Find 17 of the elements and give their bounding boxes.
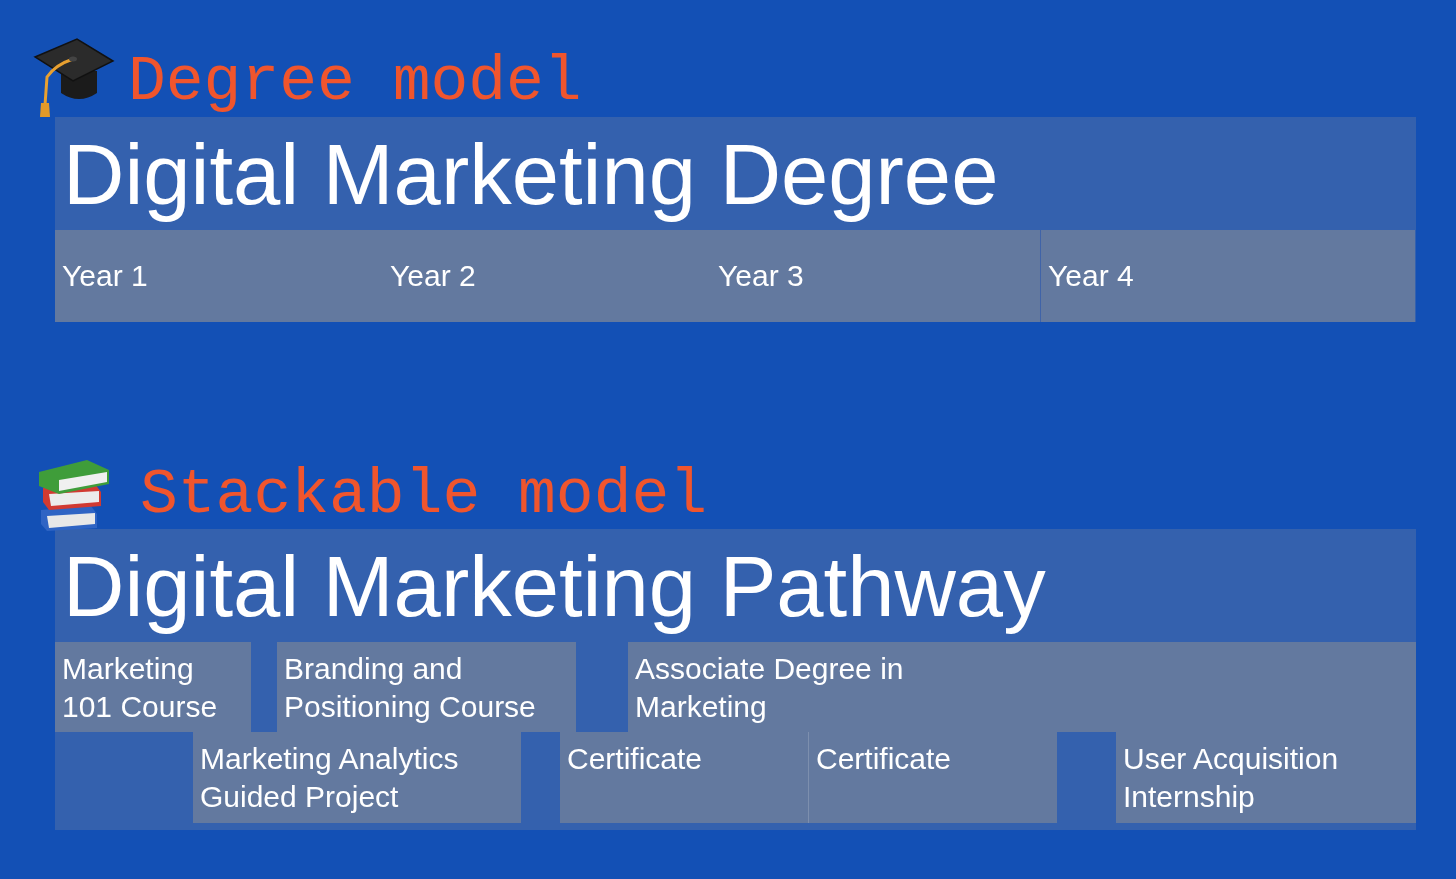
year-segment: Year 4 — [1040, 230, 1415, 322]
pathway-step: Marketing Analytics Guided Project — [193, 732, 521, 823]
year-segment: Year 3 — [711, 230, 1040, 322]
year-segment: Year 1 — [55, 230, 383, 322]
band-title: Digital Marketing Degree — [63, 129, 999, 221]
pathway-step: Certificate — [560, 732, 808, 823]
band-title: Digital Marketing Pathway — [63, 541, 1046, 633]
pathway-step: User Acquisition Internship — [1116, 732, 1416, 823]
section-heading: Degree model — [128, 50, 582, 116]
section-band — [55, 529, 1416, 830]
year-segment: Year 2 — [383, 230, 711, 322]
section-heading: Stackable model — [140, 463, 708, 529]
pathway-step: Certificate — [808, 732, 1057, 823]
pathway-step: Associate Degree in Marketing — [628, 642, 1416, 732]
pathway-step: Marketing 101 Course — [55, 642, 251, 732]
pathway-step: Branding and Positioning Course — [277, 642, 576, 732]
section-band — [55, 117, 1416, 322]
